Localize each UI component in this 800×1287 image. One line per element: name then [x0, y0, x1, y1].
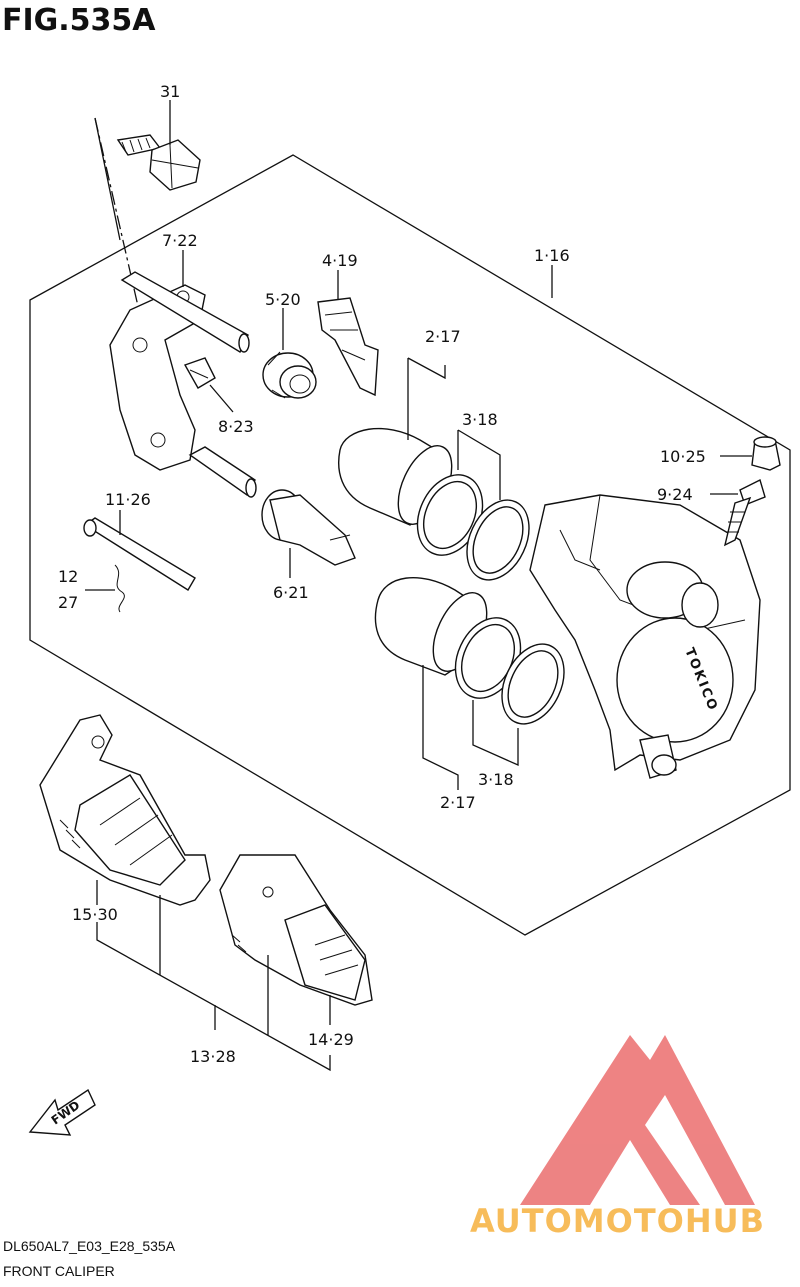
- pad-spring-4: [317, 297, 379, 397]
- bleeder-valve-9: [723, 478, 766, 547]
- label-3-18-bot: 3·18: [478, 770, 514, 789]
- label-31: 31: [160, 82, 180, 101]
- boot-5: [262, 351, 317, 399]
- brake-pad-14: [219, 854, 373, 1006]
- dust-seal-lower: [501, 643, 565, 725]
- caliper-bracket: [109, 271, 257, 498]
- label-3-18-top: 3·18: [462, 410, 498, 429]
- label-6-21: 6·21: [273, 583, 309, 602]
- automotohub-watermark: AUTOMOTOHUB: [470, 1035, 765, 1240]
- seal-upper: [416, 474, 484, 556]
- label-5-20: 5·20: [265, 290, 301, 309]
- label-9-24: 9·24: [657, 485, 693, 504]
- label-7-22: 7·22: [162, 231, 198, 250]
- bleeder-cap-10: [751, 436, 781, 471]
- seal-lower: [454, 617, 522, 699]
- figure-title: FIG.535A: [2, 3, 156, 38]
- label-27: 27: [58, 593, 78, 612]
- fwd-arrow-icon: FWD: [28, 1088, 96, 1136]
- assembly-boundary: [29, 154, 791, 936]
- label-4-19: 4·19: [322, 251, 358, 270]
- label-2-17-bot: 2·17: [440, 793, 476, 812]
- footer-name: FRONT CALIPER: [3, 1263, 115, 1279]
- watermark-text: AUTOMOTOHUB: [470, 1202, 765, 1240]
- label-13-28: 13·28: [190, 1047, 236, 1066]
- label-11-26: 11·26: [105, 490, 151, 509]
- slide-pin-6: [261, 489, 356, 566]
- label-14-29: 14·29: [308, 1030, 354, 1049]
- label-2-17-top: 2·17: [425, 327, 461, 346]
- clip-12: [114, 564, 125, 613]
- logo-triangle-icon: [520, 1035, 755, 1205]
- label-10-25: 10·25: [660, 447, 706, 466]
- label-12: 12: [58, 567, 78, 586]
- brake-pad-15: [39, 714, 211, 906]
- caliper-body: TOKICO: [529, 494, 761, 779]
- dust-seal-upper: [466, 499, 530, 581]
- footer-code: DL650AL7_E03_E28_535A: [3, 1238, 176, 1254]
- label-8-23: 8·23: [218, 417, 254, 436]
- pad-clip-8: [183, 357, 216, 389]
- pad-pin-11: [83, 517, 196, 591]
- label-1-16: 1·16: [534, 246, 570, 265]
- bolt-31: [116, 134, 201, 191]
- label-15-30: 15·30: [72, 905, 118, 924]
